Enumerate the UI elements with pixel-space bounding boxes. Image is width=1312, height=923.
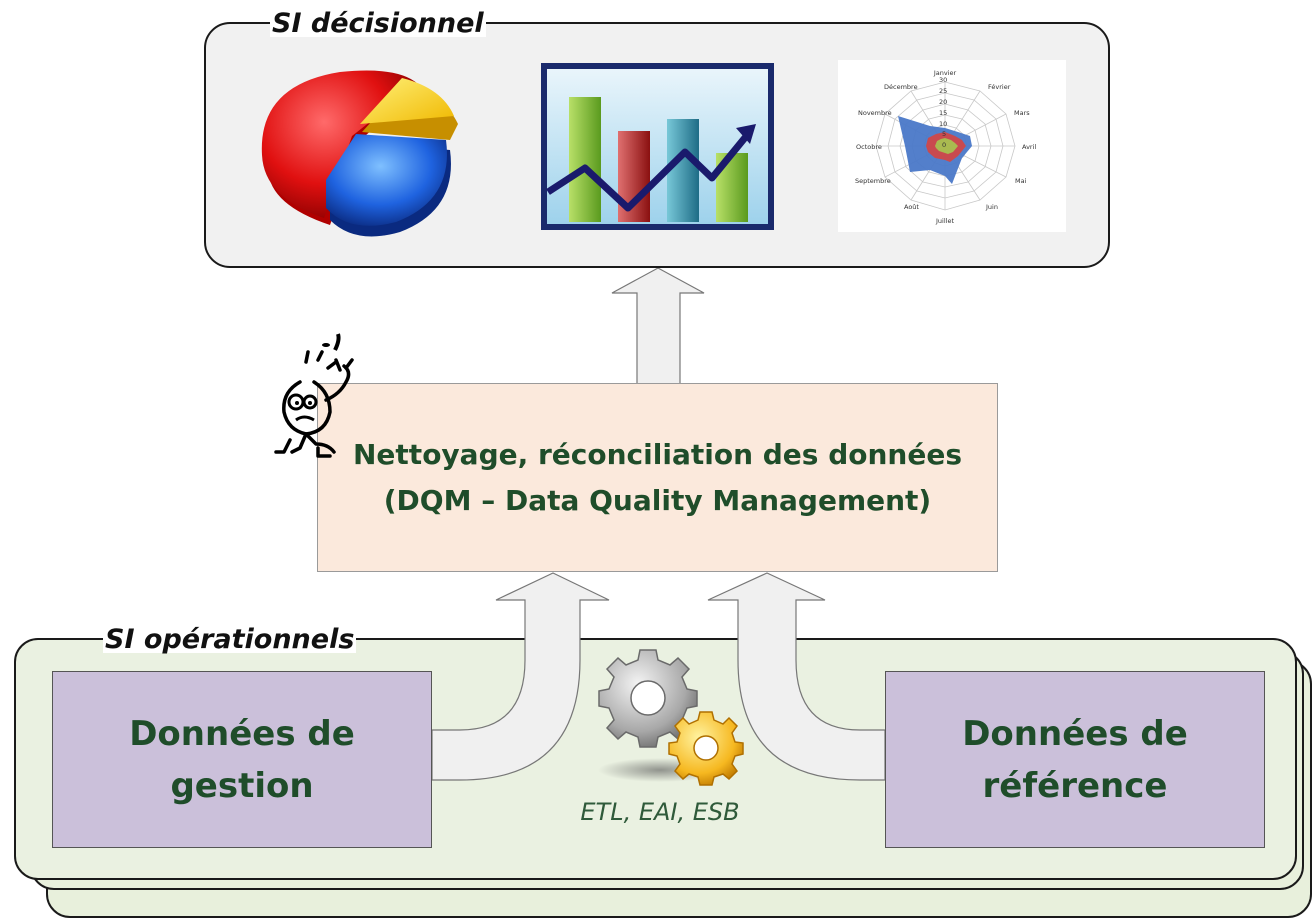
dqm-line-2: (DQM – Data Quality Management) (383, 484, 932, 517)
middleware-label: ETL, EAI, ESB (580, 798, 740, 826)
reference-data-line-1: Données de (962, 713, 1188, 754)
dqm-line-1: Nettoyage, réconciliation des données (353, 438, 962, 471)
reference-data-label: Données de référence (962, 708, 1188, 812)
dqm-label: Nettoyage, réconciliation des données (D… (317, 432, 998, 524)
curved-up-arrow-icon (707, 572, 886, 781)
reference-data-line-2: référence (982, 765, 1168, 806)
ops-panel-title: SI opérationnels (103, 624, 357, 655)
management-data-label: Données de gestion (129, 713, 355, 806)
dqm-box (317, 383, 998, 572)
decision-panel (204, 22, 1110, 268)
decision-panel-title: SI décisionnel (270, 8, 486, 39)
curved-up-arrow-icon (431, 572, 610, 781)
reference-data-box: Données de référence (885, 671, 1265, 848)
up-arrow-icon (611, 267, 705, 385)
management-data-box: Données de gestion (52, 671, 432, 848)
